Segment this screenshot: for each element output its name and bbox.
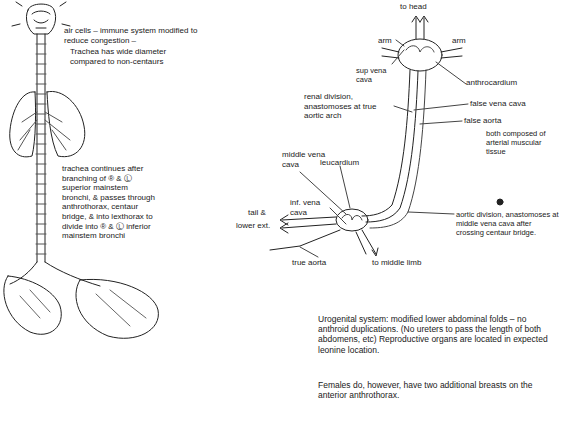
bronchi-lower [10, 262, 100, 286]
organ-label: anthrocardium [466, 78, 546, 88]
anthrocardium-sketch [398, 39, 442, 71]
vessel-label: to middle limb [372, 258, 442, 268]
lung-lower-right [76, 279, 158, 338]
false-aorta [366, 71, 418, 222]
lung-upper-left [10, 92, 36, 157]
bronchi [18, 112, 70, 150]
vessel-label: false vena cava [470, 99, 550, 109]
vessel-label: inf. vena cava [290, 198, 330, 217]
false-vena-cava [362, 70, 410, 216]
vessel-label: sup vena cava [356, 66, 396, 84]
ink-dot [497, 199, 503, 205]
heart-detail [342, 214, 362, 220]
vessel-label: false aorta [464, 116, 534, 126]
leucardium-sketch [336, 209, 368, 231]
head-detail [32, 11, 50, 28]
paragraph-text: Urogenital system: modified lower abdomi… [318, 314, 558, 355]
note-text: both composed of arterial muscular tissu… [486, 129, 562, 156]
vessel-to-tail [280, 215, 336, 233]
arterial-tissue [370, 70, 426, 228]
vessel-label: tail & [248, 208, 284, 218]
vessel-middle-limb [356, 230, 378, 256]
paragraph-text: Females do, however, have two additional… [318, 380, 558, 400]
vessel-label: to head [400, 2, 440, 12]
lung-lower-left [4, 276, 61, 334]
leader-line [300, 62, 468, 257]
vessel-to-head [412, 16, 428, 39]
note-text: renal division, anastomoses at true aort… [304, 92, 392, 121]
vessel-label: arm [452, 36, 472, 46]
note-text: aortic division, anastomoses at middle v… [456, 210, 560, 237]
true-aorta-sketch [270, 230, 340, 250]
trachea-rings [36, 44, 46, 254]
heart-detail [406, 46, 434, 52]
note-text: Trachea has wide diameter compared to no… [70, 47, 190, 66]
vessel-label: true aorta [292, 258, 342, 268]
vessel-label: lower ext. [236, 221, 284, 231]
sup-vena-cava-sketch [392, 40, 404, 64]
lung-upper-right [47, 91, 85, 156]
organ-label: leucardium [320, 158, 380, 168]
lung-detail [20, 290, 146, 326]
trachea [37, 34, 45, 262]
head-detail [12, 2, 70, 26]
head-sketch [26, 4, 55, 34]
vessel-arms [382, 48, 462, 58]
note-text: trachea continues after branching of ® &… [62, 164, 158, 241]
note-text: air cells – immune system modified to re… [64, 26, 214, 45]
vessel-label: arm [378, 36, 398, 46]
